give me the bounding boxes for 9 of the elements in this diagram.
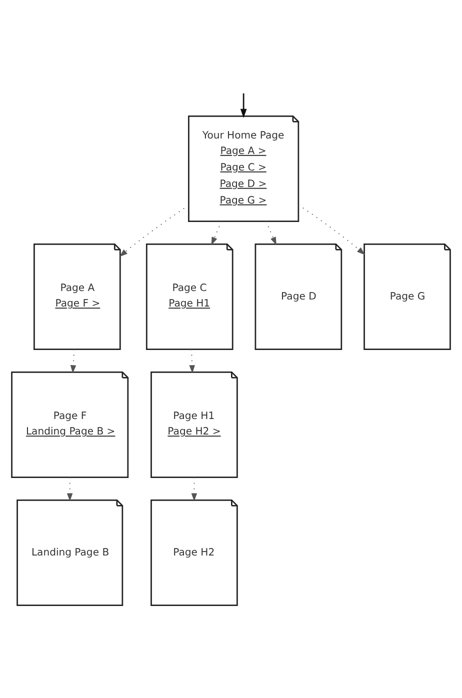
- arrow: [240, 93, 247, 118]
- arrow: [119, 204, 190, 257]
- arrow: [189, 348, 195, 374]
- arrow: [191, 476, 198, 502]
- arrow: [70, 348, 76, 374]
- arrow: [66, 476, 73, 502]
- arrow: [298, 204, 366, 255]
- arrow: [266, 220, 276, 246]
- arrow: [211, 220, 222, 246]
